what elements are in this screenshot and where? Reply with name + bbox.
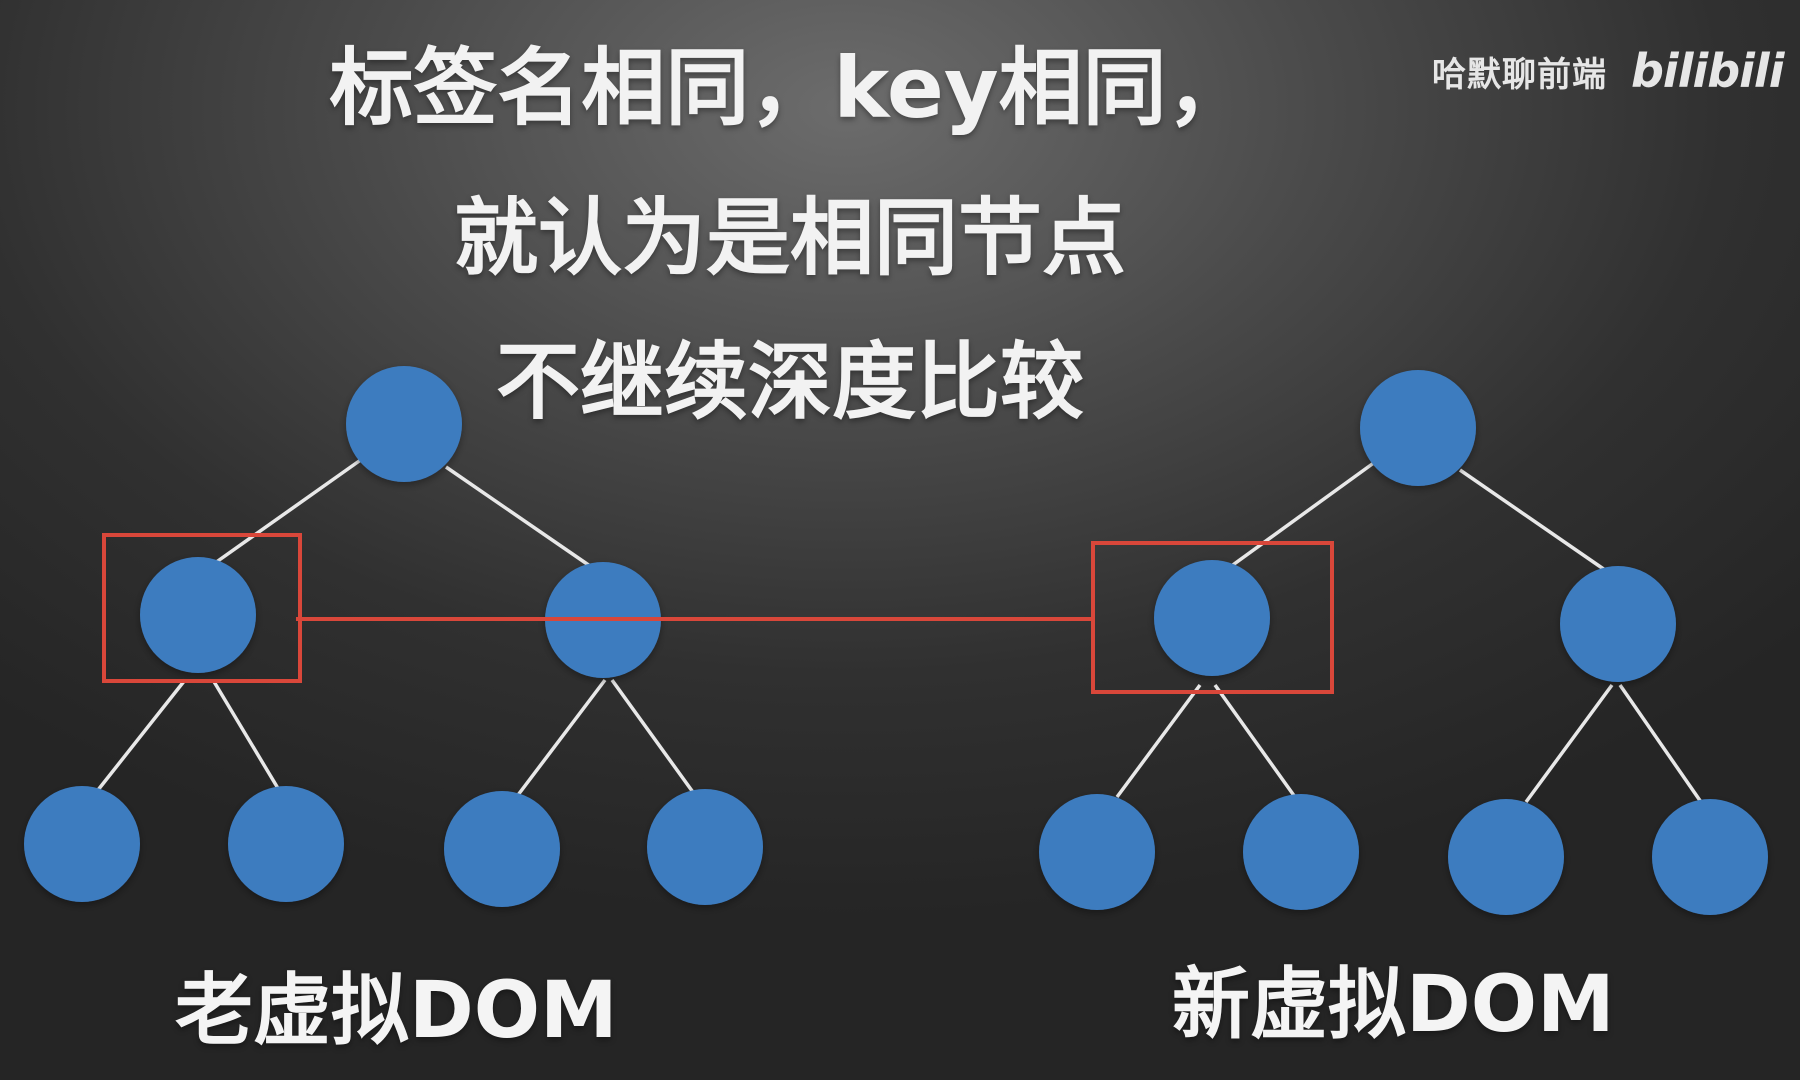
edge-old-right-rl [516, 678, 607, 797]
new-right-node [1560, 566, 1676, 682]
new-tree-nodes [1039, 370, 1768, 915]
new-root-node [1360, 370, 1476, 486]
watermark: 哈默聊前端 bilibili [1432, 44, 1784, 98]
new-leaf-3-node [1448, 799, 1564, 915]
old-left-node [140, 557, 256, 673]
title-line-2: 就认为是相同节点 [453, 189, 1126, 287]
new-leaf-4-node [1652, 799, 1768, 915]
edge-new-right-rr [1618, 684, 1703, 803]
old-vdom-label: 老虚拟DOM [175, 966, 618, 1056]
edge-new-right-rl [1524, 683, 1614, 804]
new-vdom-label: 新虚拟DOM [1172, 960, 1615, 1050]
bilibili-logo: bilibili [1631, 44, 1784, 98]
old-root-node [346, 366, 462, 482]
edge-new-root-right [1459, 468, 1606, 572]
new-tree-edges [1115, 460, 1703, 804]
edge-new-left-ll [1115, 683, 1202, 799]
edge-old-root-left [213, 457, 364, 565]
same-node-highlight [102, 533, 1334, 694]
old-leaf-4-node [647, 789, 763, 905]
new-leaf-2-node [1243, 794, 1359, 910]
title-line-1: 标签名相同，key相同， [329, 39, 1251, 137]
old-tree-nodes [24, 366, 763, 907]
edge-old-right-rr [610, 678, 697, 797]
old-leaf-3-node [444, 791, 560, 907]
old-leaf-2-node [228, 786, 344, 902]
old-tree-edges [96, 457, 697, 797]
new-left-node [1154, 560, 1270, 676]
edge-new-root-left [1228, 460, 1377, 569]
edge-new-left-lr [1213, 683, 1297, 799]
edge-old-left-lr [211, 679, 281, 791]
old-leaf-1-node [24, 786, 140, 902]
edge-old-root-right [445, 465, 591, 568]
watermark-author: 哈默聊前端 [1432, 54, 1607, 95]
new-leaf-1-node [1039, 794, 1155, 910]
old-highlight-box [102, 533, 302, 683]
edge-old-left-ll [96, 678, 187, 792]
title-line-3: 不继续深度比较 [495, 333, 1084, 431]
